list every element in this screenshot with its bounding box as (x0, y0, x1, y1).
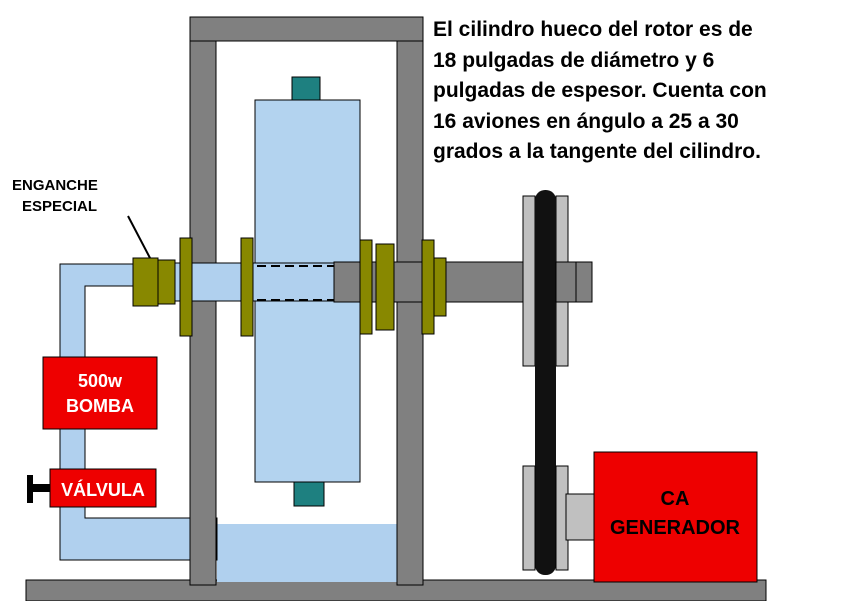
description-line-2: 18 pulgadas de diámetro y 6 (433, 49, 714, 72)
description-line-5: grados a la tangente del cilindro. (433, 140, 761, 163)
bearing-collar-2 (240, 237, 254, 337)
coupling-pointer (127, 215, 151, 259)
generator-shaft (565, 493, 597, 541)
frame-top-bar (189, 16, 424, 42)
special-coupling-left (132, 257, 159, 307)
ac-generator (593, 451, 758, 583)
rotor-top-cap (291, 76, 321, 101)
drive-belt (535, 190, 556, 575)
special-coupling-right (157, 259, 176, 305)
pump-box (42, 356, 158, 430)
pulley-hub (555, 261, 577, 303)
valve-label: VÁLVULA (61, 479, 145, 500)
inlet-shaft (169, 262, 341, 302)
valve-handle-stem (30, 484, 50, 492)
pump-label-line2: BOMBA (66, 396, 134, 416)
upper-pulley-left-disc (522, 195, 536, 367)
water-reservoir (217, 524, 397, 582)
description-line-4: 16 aviones en ángulo a 25 a 30 (433, 110, 739, 133)
rotor-bottom-cap (293, 481, 325, 507)
base-plate (25, 579, 767, 601)
description-line-3: pulgadas de espesor. Cuenta con (433, 79, 767, 102)
bearing-collar-3 (359, 239, 373, 335)
coupling-label-line1: ENGANCHE (12, 177, 98, 194)
coupling-label-line2: ESPECIAL (22, 198, 97, 215)
bearing-collar-6 (433, 257, 447, 317)
generator-label-line2: GENERADOR (610, 517, 741, 539)
bearing-collar-4 (375, 243, 395, 331)
bearing-collar-5 (421, 239, 435, 335)
generator-label-line1: CA (661, 488, 690, 510)
valve-handle-knob (27, 475, 33, 503)
lower-pulley-left-disc (522, 465, 536, 571)
description-line-1: El cilindro hueco del rotor es de (433, 18, 753, 41)
bearing-collar-1 (179, 237, 193, 337)
pump-label-line1: 500w (78, 371, 123, 391)
